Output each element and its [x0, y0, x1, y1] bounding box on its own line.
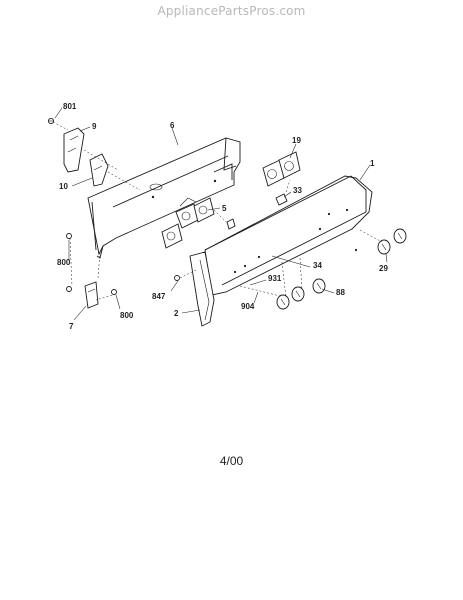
leader-lines — [54, 107, 388, 321]
part-5-infinite-switch[interactable] — [161, 197, 215, 249]
callout-29: 29 — [379, 264, 388, 273]
callout-904: 904 — [241, 302, 255, 311]
part-19-timer[interactable] — [262, 151, 301, 187]
callout-88: 88 — [336, 288, 345, 297]
callout-931: 931 — [268, 274, 282, 283]
callout-10: 10 — [59, 182, 68, 191]
callout-7: 7 — [69, 322, 74, 331]
part-10-bracket[interactable] — [89, 153, 109, 187]
part-33-switch[interactable] — [275, 193, 288, 206]
callout-800b: 800 — [120, 311, 134, 320]
part-847-screw[interactable] — [174, 275, 180, 281]
callout-19: 19 — [292, 136, 301, 145]
callout-34: 34 — [313, 261, 322, 270]
callout-6: 6 — [170, 121, 175, 130]
assembly-lines — [52, 121, 383, 301]
callout-847: 847 — [152, 292, 166, 301]
callout-801: 801 — [63, 102, 77, 111]
part-7-bracket[interactable] — [84, 281, 99, 309]
part-29-knob[interactable] — [377, 228, 407, 255]
watermark: AppliancePartsPros.com — [157, 4, 306, 18]
part-1-control-panel[interactable] — [204, 175, 373, 296]
part-2-end-trim[interactable] — [189, 251, 215, 327]
revision-date: 4/00 — [219, 454, 244, 468]
callout-2: 2 — [174, 309, 179, 318]
callout-5: 5 — [222, 204, 227, 213]
part-88-knob[interactable] — [276, 278, 326, 310]
callout-labels: 801 9 6 19 1 10 33 5 800 34 29 931 847 8… — [57, 102, 388, 331]
callout-800a: 800 — [57, 258, 71, 267]
part-6-backguard-panel[interactable] — [87, 137, 241, 259]
callout-33: 33 — [293, 186, 302, 195]
part-800-screw[interactable] — [66, 233, 117, 295]
part-9-bracket[interactable] — [63, 127, 85, 173]
part-5-pin[interactable] — [226, 218, 236, 230]
part-801-screw[interactable] — [47, 117, 55, 125]
callout-9: 9 — [92, 122, 97, 131]
callout-1: 1 — [370, 159, 375, 168]
